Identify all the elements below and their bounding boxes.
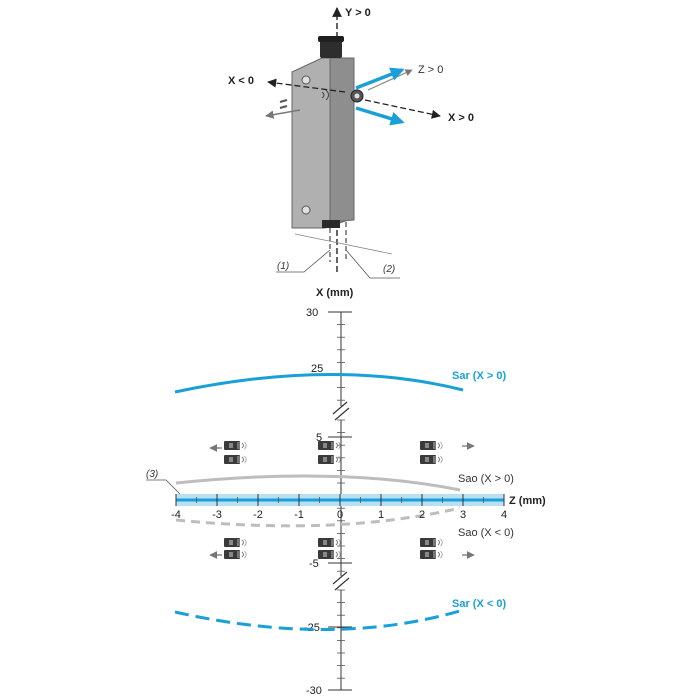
x-tick-label-5: 5 [316, 432, 322, 444]
sensor-icon [317, 537, 341, 548]
x-neg-axis-line [267, 78, 346, 93]
axis-break-bottom-2 [334, 577, 350, 591]
x-tick-label-25: 25 [311, 363, 323, 375]
blue-arrow-upper [355, 67, 405, 90]
sensor-icons-upper-left [209, 440, 247, 465]
sensor-icon [317, 440, 341, 451]
sensor-icons-upper-right [419, 440, 475, 465]
sensor-icon [223, 440, 247, 451]
sensor-led-2 [279, 105, 288, 109]
callout-2-label: (2) [383, 264, 395, 275]
sao-pos-label: Sao (X > 0) [458, 473, 514, 485]
z-tick-label: 4 [501, 509, 507, 521]
z-tick-label: -2 [253, 509, 263, 521]
sensor-illustration: Y > 0 X < 0 X > 0 Z > 0 (1) (2) [228, 7, 474, 279]
x-pos-axis-line [364, 99, 441, 119]
axis-break-bottom-1 [332, 571, 348, 585]
sensor-mount-hole-top [301, 75, 311, 85]
sensor-icon [223, 549, 247, 560]
sensor-side-mark-icon [321, 89, 329, 101]
sensor-icons-lower-right [419, 537, 475, 560]
z-tick-label: 2 [419, 509, 425, 521]
sar-pos-label: Sar (X > 0) [452, 370, 506, 382]
sensor-icon [223, 454, 247, 465]
sao-neg-curve [175, 506, 461, 528]
measurement-chart: X (mm) 30 25 5 -5 -25 -30 Sar (X > 0) Sa… [146, 287, 546, 697]
gray-arrow-back [265, 109, 301, 119]
callout-1-label: (1) [277, 261, 289, 272]
callout-2-leader [345, 249, 400, 279]
sensor-icon [223, 537, 247, 548]
sao-pos-curve [175, 474, 461, 492]
callout-1-leader [276, 249, 331, 273]
sensor-icon [419, 454, 443, 465]
z-tick-label: 1 [378, 509, 384, 521]
sensor-body-front [329, 57, 355, 223]
z-tick-label: 3 [460, 509, 466, 521]
sensor-mount-hole-bottom [301, 205, 311, 215]
sensor-icon [419, 537, 443, 548]
x-tick-label-neg30: -30 [306, 685, 322, 697]
callout-3-leader [146, 479, 181, 495]
z-pos-label: Z > 0 [418, 64, 443, 76]
x-pos-label: X > 0 [448, 112, 474, 124]
sar-neg-curve [174, 608, 464, 631]
sensor-connector [320, 38, 342, 58]
z-tick-label: -4 [171, 509, 181, 521]
sar-pos-curve [174, 373, 464, 394]
sensor-connector-cap [318, 36, 344, 42]
z-tick-label: -1 [294, 509, 304, 521]
x-axis-title: X (mm) [316, 287, 354, 299]
z-tick-label: -3 [212, 509, 222, 521]
sar-neg-label: Sar (X < 0) [452, 598, 506, 610]
sensor-icons-lower-center [317, 537, 341, 560]
sensor-icon [419, 549, 443, 560]
z-tick-label: 0 [337, 509, 343, 521]
sensor-bottom-slot [322, 220, 340, 228]
blue-arrow-lower [355, 106, 405, 126]
sensor-icons-lower-left [209, 537, 247, 560]
axis-break-top-2 [334, 407, 350, 421]
x-tick-label-neg5: -5 [309, 558, 319, 570]
sensor-lens-center [354, 93, 360, 99]
ref-line-1 [294, 233, 393, 255]
x-tick-label-30: 30 [306, 307, 318, 319]
z-axis-ticks: -4 -3 -2 -1 0 1 2 3 4 [171, 494, 507, 521]
z-axis-title: Z (mm) [509, 495, 546, 507]
sensor-led-1 [279, 99, 288, 103]
axis-break-top-1 [332, 401, 348, 415]
sao-neg-label: Sao (X < 0) [458, 527, 514, 539]
x-neg-label: X < 0 [228, 75, 254, 87]
sensor-icon [317, 454, 341, 465]
sensor-icon [419, 440, 443, 451]
sensor-icons-upper-center [317, 440, 341, 465]
callout-3-label: (3) [146, 469, 158, 480]
y-axis-label: Y > 0 [345, 7, 371, 19]
sensor-icon [317, 549, 341, 560]
